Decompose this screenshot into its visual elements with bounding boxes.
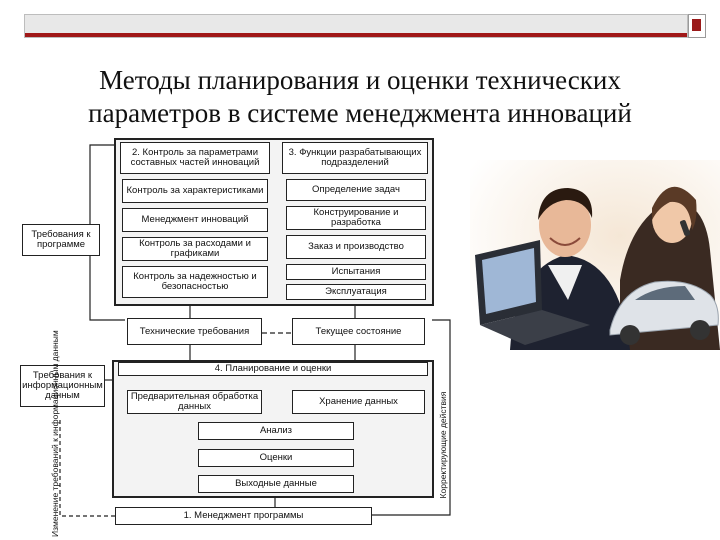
- col3-item-2: Заказ и производство: [286, 235, 426, 259]
- col3-item-1: Конструирование и разработка: [286, 206, 426, 230]
- technical-requirements-label: Технические требования: [139, 325, 250, 337]
- col3-header: 3. Функции разрабатывающих подразделений: [282, 142, 428, 174]
- vertical-label-right: Корректирующие действия: [438, 391, 448, 499]
- analysis-label: Анализ: [259, 425, 293, 436]
- col2-item-2: Контроль за расходами и графиками: [122, 237, 268, 261]
- current-state-box: Текущее состояние: [292, 318, 425, 345]
- section4-header-label: 4. Планирование и оценки: [214, 363, 332, 374]
- col3-item-1-label: Конструирование и разработка: [313, 207, 399, 228]
- program-management-box: 1. Менеджмент программы: [115, 507, 372, 525]
- output-box: Выходные данные: [198, 475, 354, 493]
- col2-header: 2. Контроль за параметрами составных час…: [120, 142, 270, 174]
- top-decor-square: [688, 14, 706, 38]
- feedback-line: [372, 319, 451, 516]
- req-loop-line-bottom: [89, 256, 125, 321]
- output-label: Выходные данные: [235, 478, 317, 489]
- storage-label: Хранение данных: [319, 396, 398, 407]
- col2-item-3-label: Контроль за надежностью и безопасностью: [133, 271, 257, 292]
- laptop-icon: [475, 240, 590, 345]
- req-loop-line: [89, 144, 114, 225]
- car-icon: [609, 280, 719, 345]
- preprocess-label: Предварительная обработка данных: [130, 391, 259, 412]
- col3-item-4-label: Эксплуатация: [325, 286, 387, 297]
- preprocess-box: Предварительная обработка данных: [127, 390, 262, 414]
- col3-item-0-label: Определение задач: [312, 184, 400, 195]
- current-state-label: Текущее состояние: [315, 325, 402, 337]
- storage-box: Хранение данных: [292, 390, 425, 414]
- col3-item-4: Эксплуатация: [286, 284, 426, 300]
- col2-item-3: Контроль за надежностью и безопасностью: [122, 266, 268, 298]
- col3-item-2-label: Заказ и производство: [308, 241, 404, 252]
- estimates-box: Оценки: [198, 449, 354, 467]
- col3-item-0: Определение задач: [286, 179, 426, 201]
- technical-requirements-box: Технические требования: [127, 318, 262, 345]
- info-requirements-box: Требования к информационным данным: [20, 365, 105, 407]
- col3-item-3-label: Испытания: [331, 266, 381, 277]
- col3-header-label: 3. Функции разрабатывающих подразделений: [288, 147, 422, 168]
- col2-item-1: Менеджмент инноваций: [122, 208, 268, 232]
- program-requirements-box: Требования к программе: [22, 224, 100, 256]
- vertical-label-left: Изменение требований к информационным да…: [50, 330, 60, 537]
- program-requirements-label: Требования к программе: [31, 229, 91, 250]
- estimates-label: Оценки: [259, 452, 293, 463]
- col2-item-2-label: Контроль за расходами и графиками: [139, 238, 251, 259]
- info-requirements-label: Требования к информационным данным: [22, 370, 103, 401]
- slide-title-line-1: Методы планирования и оценки технических: [99, 65, 621, 95]
- analysis-box: Анализ: [198, 422, 354, 440]
- office-people-photo: [470, 160, 720, 350]
- top-decor-bar: [24, 14, 688, 38]
- slide-title: Методы планирования и оценки технических…: [0, 64, 720, 130]
- slide-title-line-2: параметров в системе менеджмента инновац…: [88, 98, 632, 128]
- left-dashed-feedback: [59, 420, 115, 517]
- col3-item-3: Испытания: [286, 264, 426, 280]
- col2-header-label: 2. Контроль за параметрами составных час…: [130, 147, 260, 168]
- col2-item-0: Контроль за характеристиками: [122, 179, 268, 203]
- top-decor-line: [25, 33, 687, 37]
- col2-item-0-label: Контроль за характеристиками: [126, 185, 264, 196]
- section4-header: 4. Планирование и оценки: [118, 362, 428, 376]
- col2-item-1-label: Менеджмент инноваций: [141, 214, 249, 225]
- top-decor-square-fill: [692, 19, 701, 31]
- program-management-label: 1. Менеджмент программы: [183, 510, 304, 521]
